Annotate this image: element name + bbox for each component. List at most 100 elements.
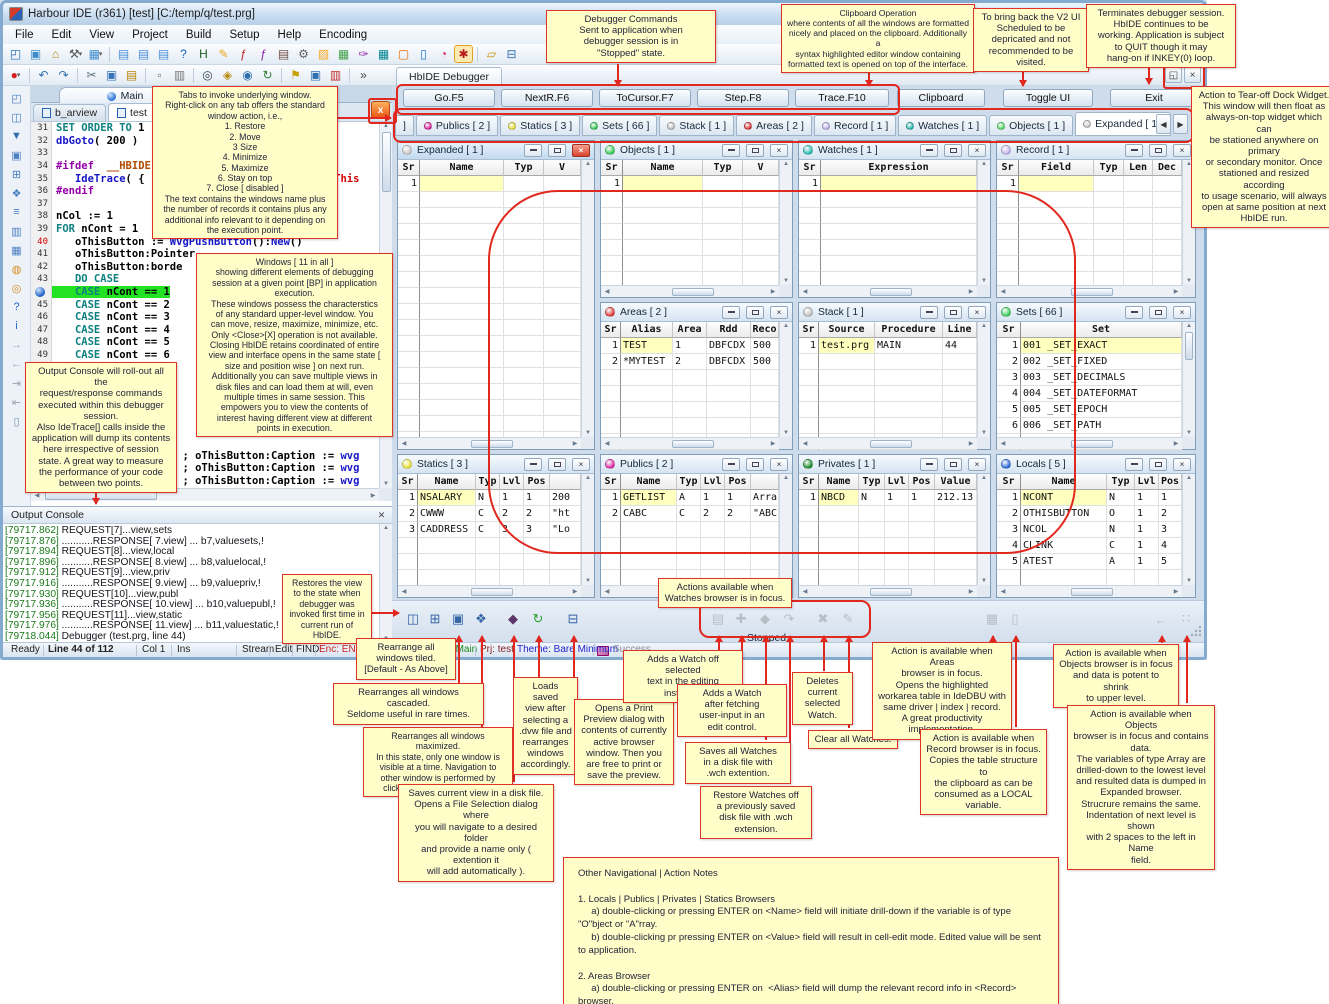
column-header[interactable]: Sr <box>799 160 821 176</box>
nav-next-icon[interactable]: → <box>11 339 22 351</box>
debugger-command-clipboard[interactable]: Clipboard <box>897 89 985 107</box>
eraser-icon[interactable] <box>597 646 609 656</box>
column-header[interactable] <box>550 474 581 490</box>
print-icon[interactable]: ⊟ <box>506 47 517 61</box>
copy-structure-icon[interactable]: ▯ <box>1011 611 1019 626</box>
editor-view-icon[interactable]: ▣ <box>29 47 42 61</box>
window-close-button[interactable]: × <box>1173 457 1191 471</box>
window-close-button[interactable]: × <box>1173 143 1191 157</box>
find-next-icon[interactable]: ◉ <box>242 68 253 82</box>
column-header[interactable]: Typ <box>1107 474 1135 490</box>
find-replace-icon[interactable]: ◈ <box>222 68 233 82</box>
column-header[interactable]: Line <box>943 322 977 338</box>
debugger-tab-stack1[interactable]: Stack [ 1 ] <box>659 115 735 136</box>
column-header[interactable]: Alias <box>621 322 673 338</box>
column-header[interactable]: Name <box>623 160 703 176</box>
window-maximize-button[interactable] <box>944 305 962 319</box>
load-view-icon[interactable]: ↻ <box>532 611 544 626</box>
column-header[interactable]: Dec <box>1153 160 1182 176</box>
console-close-icon[interactable]: ✕ <box>377 510 386 520</box>
help-icon[interactable]: ? <box>180 47 187 61</box>
vertical-scrollbar[interactable]: ▲▼ <box>977 160 990 285</box>
tab-scroll-left-icon[interactable]: ◀ <box>1156 114 1171 134</box>
menu-edit[interactable]: Edit <box>51 28 72 41</box>
print-preview-icon[interactable]: ⊟ <box>567 611 579 626</box>
window-minimize-button[interactable] <box>920 457 938 471</box>
column-header[interactable]: Lvl <box>701 474 725 490</box>
nav-last-icon[interactable]: ⇥ <box>11 377 22 390</box>
debugger-tab-areas2[interactable]: Areas [ 2 ] <box>736 115 812 136</box>
table-row[interactable]: 1 <box>398 176 594 192</box>
home-icon[interactable]: ⌂ <box>51 47 60 61</box>
column-header[interactable]: Name <box>1021 474 1107 490</box>
column-header[interactable]: Pos <box>725 474 751 490</box>
shrink-level-icon[interactable]: ← <box>1154 611 1168 627</box>
column-header[interactable]: Pos <box>909 474 935 490</box>
debugger-tab-statics3[interactable]: Statics [ 3 ] <box>500 115 581 136</box>
build-gears-icon[interactable]: ⚙ <box>298 47 309 61</box>
dock-close-icon[interactable]: × <box>1184 67 1201 83</box>
harbour-help-icon[interactable]: H <box>199 47 208 61</box>
vertical-scrollbar[interactable]: ▲▼ <box>581 160 594 437</box>
window-minimize-button[interactable] <box>920 305 938 319</box>
column-header[interactable]: Name <box>420 160 504 176</box>
column-header[interactable]: Area <box>673 322 707 338</box>
window-close-button[interactable]: × <box>770 143 788 157</box>
close-editor-tab-button[interactable]: x <box>371 101 390 119</box>
column-header[interactable]: Typ <box>1094 160 1124 176</box>
window-close-button[interactable]: × <box>770 457 788 471</box>
bookmark-icon[interactable]: ⚑ <box>290 68 301 82</box>
debugger-command-nextr-f6[interactable]: NextR.F6 <box>501 89 593 107</box>
window-close-button[interactable]: × <box>572 457 590 471</box>
debugger-tab-sets66[interactable]: Sets [ 66 ] <box>582 115 658 136</box>
menu-file[interactable]: File <box>15 28 34 41</box>
horizontal-scrollbar[interactable]: ◀▶ <box>398 437 581 449</box>
dock-float-icon[interactable]: ◱ <box>1165 67 1182 83</box>
window-maximize-button[interactable] <box>944 143 962 157</box>
debugger-command-go-f5[interactable]: Go.F5 <box>403 89 495 107</box>
column-header[interactable]: V <box>743 160 779 176</box>
vertical-scrollbar[interactable]: ▲▼ <box>779 322 792 437</box>
watch-clear-icon[interactable]: ✎ <box>842 611 854 626</box>
table-row[interactable]: 1 <box>997 176 1195 192</box>
form-editor-icon[interactable]: ▦ <box>337 47 350 61</box>
new-window-icon[interactable]: ◰ <box>11 92 22 105</box>
column-header[interactable]: Procedure <box>875 322 943 338</box>
stream-select-icon[interactable]: ▥ <box>173 68 186 82</box>
watch-restore-icon[interactable]: ↷ <box>783 611 795 626</box>
column-header[interactable]: Typ <box>859 474 885 490</box>
vertical-scrollbar[interactable]: ▲▼ <box>1182 160 1195 285</box>
overflow-icon[interactable]: » <box>360 68 367 82</box>
properties-icon[interactable]: ▤ <box>277 47 290 61</box>
window-titlebar[interactable]: Publics [ 2 ]× <box>601 455 792 474</box>
new-tab-icon[interactable]: ▤ <box>117 47 130 61</box>
column-header[interactable]: V <box>544 160 581 176</box>
window-close-button[interactable]: × <box>1173 305 1191 319</box>
doc-mini-icon[interactable]: ▯ <box>13 415 20 428</box>
vertical-scrollbar[interactable]: ▲▼ <box>977 474 990 585</box>
tile-windows-icon[interactable]: ◫ <box>406 611 420 626</box>
maximize-windows-icon[interactable]: ❖ <box>475 611 487 626</box>
window-maximize-button[interactable] <box>1149 457 1167 471</box>
column-header[interactable]: Name <box>621 474 677 490</box>
save-exit-icon[interactable]: ▥ <box>329 68 342 82</box>
window-titlebar[interactable]: Expanded [ 1 ]× <box>398 141 594 160</box>
window-minimize-button[interactable] <box>722 457 740 471</box>
cut-icon[interactable]: ✂ <box>86 68 97 82</box>
column-header[interactable]: Expression <box>821 160 977 176</box>
split-horizontal-icon[interactable]: ◫ <box>11 111 22 124</box>
column-header[interactable] <box>751 474 779 490</box>
copy-icon[interactable]: ▣ <box>105 68 118 82</box>
media-view-icon[interactable]: ▦▾ <box>88 47 103 61</box>
column-header[interactable]: Sr <box>398 160 420 176</box>
watch-add-icon[interactable]: ✚ <box>735 611 747 626</box>
column-header[interactable]: Len <box>1124 160 1153 176</box>
column-header[interactable]: Set <box>1021 322 1182 338</box>
column-header[interactable]: Sr <box>997 160 1019 176</box>
